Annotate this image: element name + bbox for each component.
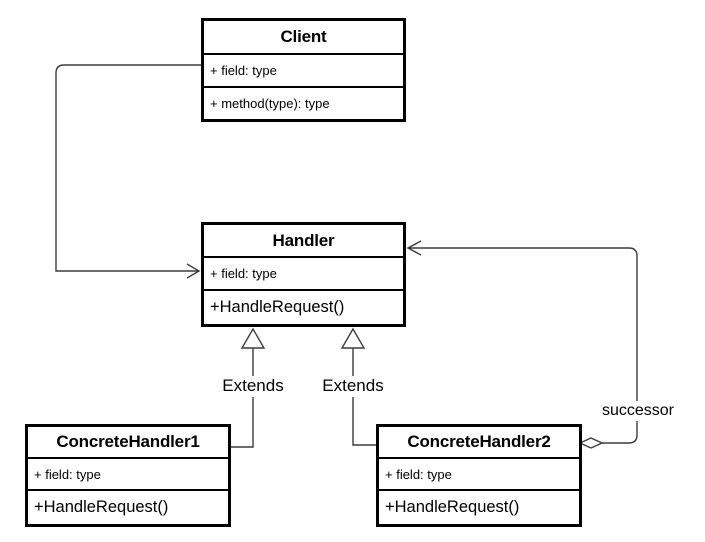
generalization-triangle-icon [340, 327, 366, 349]
open-arrowhead-icon [186, 263, 201, 279]
class-box-handler: Handler + field: type +HandleRequest() [201, 222, 406, 327]
class-attribute: + field: type [204, 256, 403, 289]
edge-label-extends-right: Extends [314, 376, 392, 397]
class-box-concretehandler2: ConcreteHandler2 + field: type +HandleRe… [376, 424, 582, 527]
class-name: ConcreteHandler1 [56, 432, 200, 451]
class-name: ConcreteHandler2 [407, 432, 551, 451]
open-arrowhead-icon [406, 240, 422, 256]
class-attribute: + field: type [379, 457, 579, 489]
class-name: Client [280, 27, 327, 46]
aggregation-diamond-icon [578, 437, 604, 449]
class-method: +HandleRequest() [379, 489, 579, 524]
aggregation-successor-concretehandler2-to-handler [406, 240, 638, 449]
association-client-to-handler [55, 64, 201, 279]
edge-label-successor: successor [591, 401, 685, 421]
generalization-triangle-icon [240, 327, 266, 349]
class-attribute: + field: type [204, 53, 403, 86]
class-attribute: + field: type [28, 457, 228, 489]
class-method: +HandleRequest() [204, 289, 403, 324]
class-method: +HandleRequest() [28, 489, 228, 524]
class-method: + method(type): type [204, 86, 403, 119]
edge-label-extends-left: Extends [214, 376, 292, 397]
class-box-client: Client + field: type + method(type): typ… [201, 18, 406, 122]
class-name: Handler [272, 230, 335, 250]
class-box-concretehandler1: ConcreteHandler1 + field: type +HandleRe… [25, 424, 231, 527]
